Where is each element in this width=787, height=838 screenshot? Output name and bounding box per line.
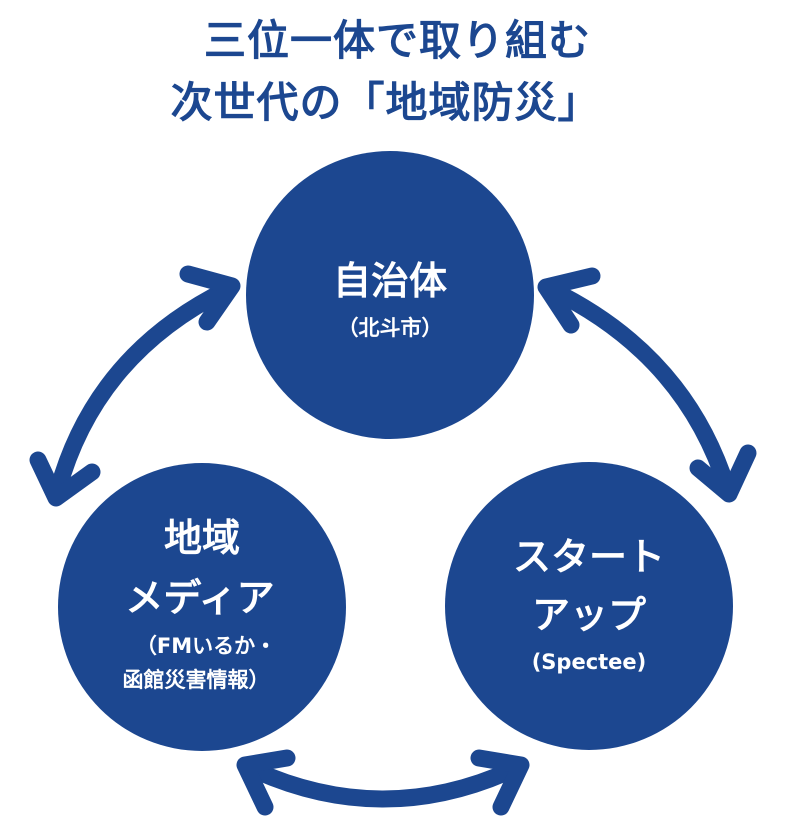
node-startup: スタート アップ (Spectee) <box>445 462 733 750</box>
node-government: 自治体 （北斗市） <box>246 151 534 439</box>
arrowhead-icon <box>689 444 757 503</box>
arrowhead-icon <box>470 749 530 816</box>
arrow-media-startup <box>236 749 530 816</box>
node-media-detail-line2: 函館災害情報） <box>122 668 270 692</box>
node-startup-name-line2: アップ <box>531 593 646 637</box>
arrow-government-startup <box>537 267 757 503</box>
node-media-name-line2: メディア <box>125 576 275 620</box>
node-media-name-line1: 地域 <box>163 516 240 560</box>
arrowhead-icon <box>537 267 601 334</box>
arrowhead-icon <box>29 451 101 507</box>
arrow-shaft <box>241 759 525 808</box>
arrow-shaft <box>49 281 235 499</box>
node-regional-media: 地域 メディア （FMいるか・ 函館災害情報） <box>58 463 346 751</box>
node-government-name: 自治体 <box>332 259 447 303</box>
arrow-government-media <box>29 265 241 507</box>
diagram-title-line-2: 次世代の「地域防災」 <box>170 78 601 127</box>
node-media-detail-line1: （FMいるか・ <box>135 634 277 658</box>
arrow-shaft <box>543 281 736 497</box>
node-startup-name-line1: スタート <box>512 535 665 579</box>
arrowhead-icon <box>179 265 241 331</box>
arrowhead-icon <box>236 749 296 816</box>
diagram-title-line-1: 三位一体で取り組む <box>203 16 591 65</box>
node-government-detail: （北斗市） <box>337 316 443 340</box>
node-startup-detail: (Spectee) <box>531 650 647 674</box>
